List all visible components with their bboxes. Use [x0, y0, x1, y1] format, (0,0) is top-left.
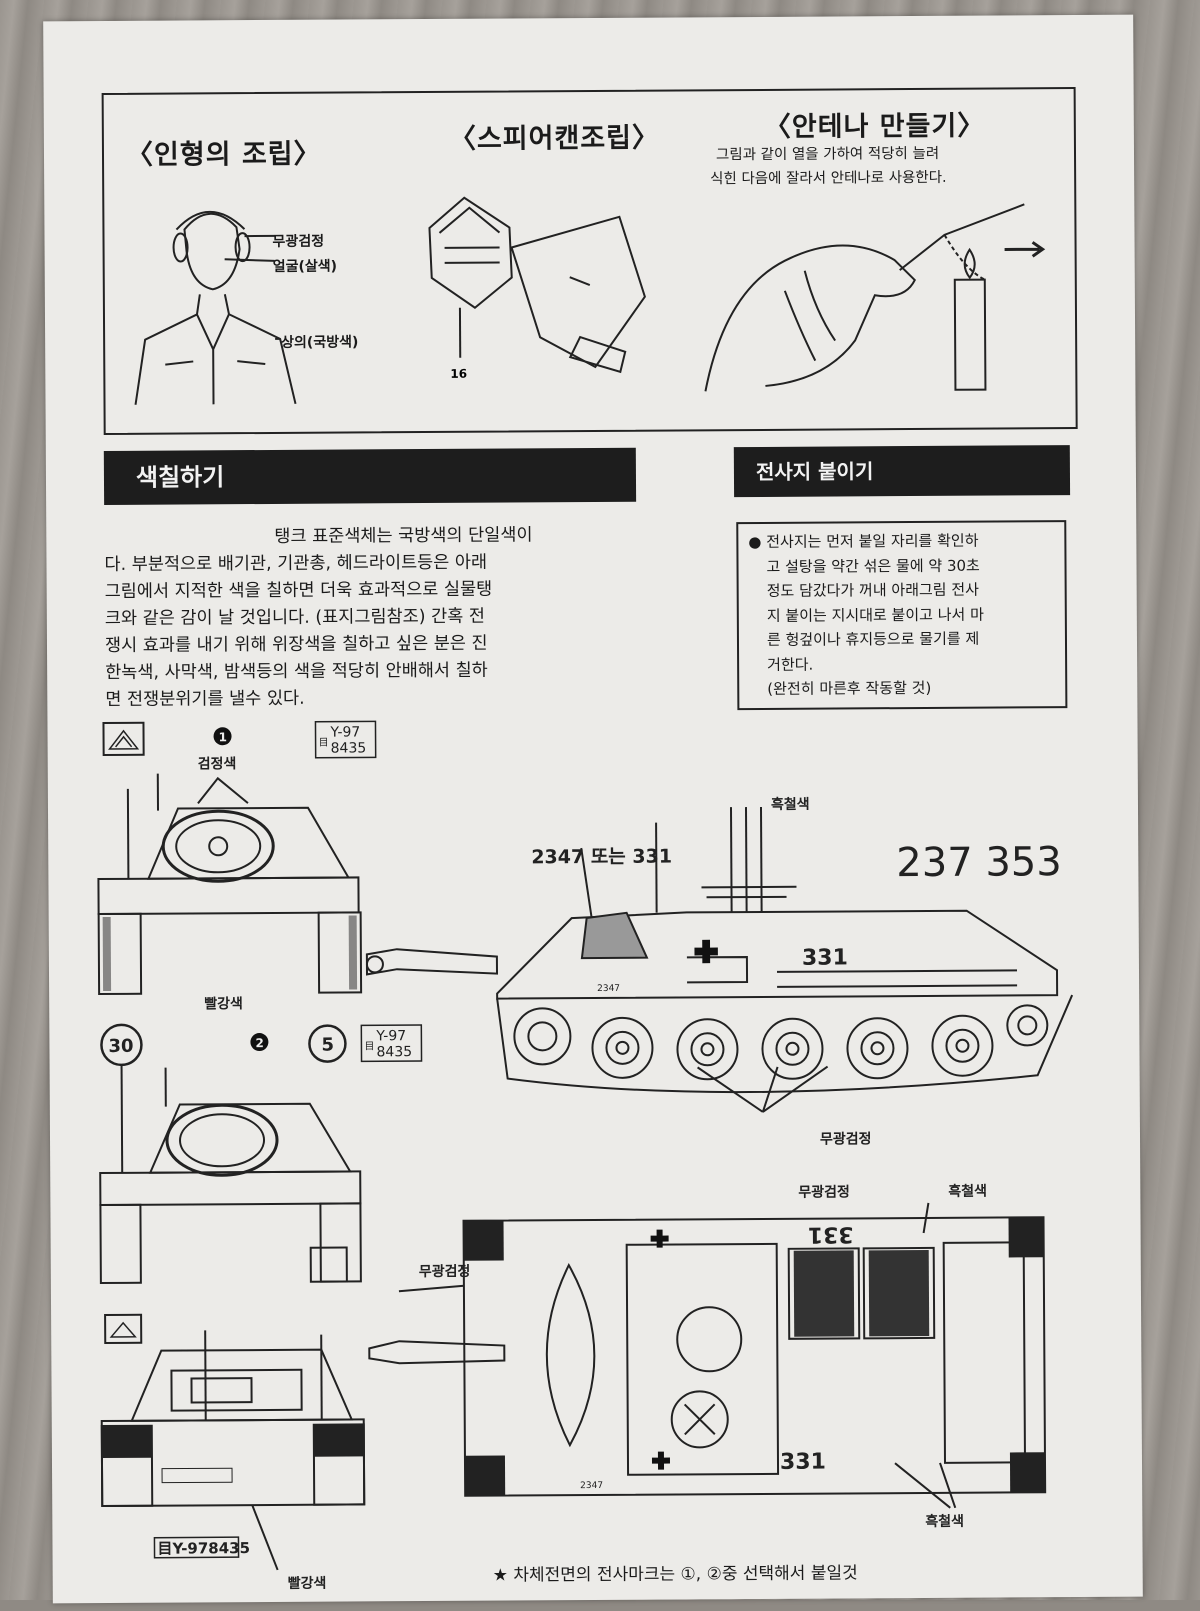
decal-line-1: ● 전사지는 먼저 붙일 자리를 확인하 [748, 528, 1054, 554]
rear-red-label: 빨강색 [288, 1575, 327, 1592]
side-number-label: 2347 또는 331 [531, 846, 672, 869]
top-small-number: 2347 [580, 1481, 603, 1491]
front1-plate-prefix: 目 [319, 738, 329, 749]
tank-front-view-2: 30 5 2 目 Y-97 8435 [99, 1021, 391, 1293]
decal-line-3: 정도 담갔다가 꺼내 아래그림 전사 [749, 577, 1055, 603]
rear-plate-number: 目Y-978435 [157, 1539, 250, 1558]
spear-assembly-title: 〈스피어캔조립〉 [449, 116, 660, 156]
antenna-heating-illustration [704, 189, 1065, 411]
front1-black-label: 검정색 [198, 755, 237, 772]
painting-line-4: 크와 같은 감이 날 것입니다. (표지그림참조) 간혹 전 [105, 603, 635, 633]
front1-plate-top: Y-97 [329, 724, 360, 740]
figure-label-black: 무광검정 [272, 231, 324, 251]
top-gunmetal-right-label: 흑철색 [948, 1183, 987, 1200]
antenna-text-line2: 식힌 다음에 잘라서 안테나로 사용한다. [710, 166, 947, 188]
tank-front-view-1: 1 검정색 빨강색 目 Y-97 8435 [97, 717, 389, 989]
painting-line-2: 다. 부분적으로 배기관, 기관총, 헤드라이트등은 아래 [104, 549, 634, 579]
side-turret-number: 331 [802, 945, 848, 970]
decal-instructions-box: ● 전사지는 먼저 붙일 자리를 확인하 고 설탕을 약간 섞은 물에 약 30… [736, 520, 1067, 710]
front1-circle-number: 1 [219, 730, 227, 744]
front2-sign-30: 30 [108, 1036, 133, 1057]
spear-can-illustration: 16 [419, 187, 660, 388]
front1-plate-bottom: 8435 [331, 740, 367, 756]
figure-label-face: 얼굴(살색) [273, 256, 337, 276]
antenna-text-line1: 그림과 같이 열을 가하여 적당히 늘려 [716, 142, 939, 164]
antenna-making-title: 〈안테나 만들기〉 [764, 104, 986, 144]
painting-section-header: 색칠하기 [104, 448, 636, 505]
figure-label-jacket: 상의(국방색) [281, 331, 358, 351]
side-small-number: 2347 [597, 984, 620, 994]
decal-line-7: (완전히 마른후 작동할 것) [749, 675, 1055, 701]
decal-line-6: 거한다. [749, 651, 1055, 677]
assembly-instructions-box: 〈인형의 조립〉 〈스피어캔조립〉 〈안테나 만들기〉 그림과 같이 열을 가하… [102, 87, 1078, 435]
painting-line-5: 쟁시 효과를 내기 위해 위장색을 칠하고 싶은 분은 진 [105, 630, 635, 660]
side-matte-black-label: 무광검정 [820, 1130, 872, 1147]
side-gunmetal-label: 흑철색 [771, 796, 810, 813]
tank-side-view: 2347 또는 331 237 353 331 2347 흑철색 무광검정 [366, 785, 1088, 1169]
top-gunmetal-bottom-label: 흑철색 [925, 1513, 964, 1530]
front2-sign-5: 5 [321, 1035, 334, 1056]
tank-top-view: 무광검정 무광검정 흑철색 흑철색 331 331 2347 [368, 1187, 1090, 1536]
decal-line-5: 른 헝겊이나 휴지등으로 물기를 제 [749, 626, 1055, 652]
tank-rear-view: 目Y-978435 빨강색 [101, 1309, 393, 1611]
spear-part-number: 16 [450, 367, 467, 381]
painting-line-6: 한녹색, 사막색, 밤색등의 색을 적당히 안배해서 칠하 [105, 657, 635, 687]
decal-section-header: 전사지 붙이기 [734, 445, 1070, 497]
painting-line-3: 그림에서 지적한 색을 칠하면 더욱 효과적으로 실물탱 [105, 576, 635, 606]
top-matte-black-vents-label: 무광검정 [798, 1183, 850, 1200]
front1-red-label: 빨강색 [204, 995, 243, 1012]
painting-line-1: 탱크 표준색체는 국방색의 단일색이 [104, 522, 634, 552]
instruction-page: 〈인형의 조립〉 〈스피어캔조립〉 〈안테나 만들기〉 그림과 같이 열을 가하… [43, 15, 1143, 1604]
top-matte-black-left-label: 무광검정 [419, 1263, 471, 1280]
painting-line-7: 면 전쟁분위기를 낼수 있다. [105, 684, 635, 714]
decal-line-2: 고 설탕을 약간 섞은 물에 약 30초 [748, 553, 1054, 579]
front2-circle-number: 2 [255, 1036, 263, 1050]
crew-figure-illustration [124, 188, 425, 420]
figure-assembly-title: 〈인형의 조립〉 [126, 132, 322, 172]
footer-note: ★ 차체전면의 전사마크는 ①, ②중 선택해서 붙일것 [493, 1558, 858, 1585]
top-number-upper: 331 [808, 1221, 854, 1246]
side-big-number: 237 353 [896, 839, 1062, 886]
decal-line-4: 지 붙이는 지시대로 붙이고 나서 마 [749, 602, 1055, 628]
painting-instructions-text: 탱크 표준색체는 국방색의 단일색이 다. 부분적으로 배기관, 기관총, 헤드… [104, 522, 635, 714]
top-number-lower: 331 [780, 1450, 826, 1475]
